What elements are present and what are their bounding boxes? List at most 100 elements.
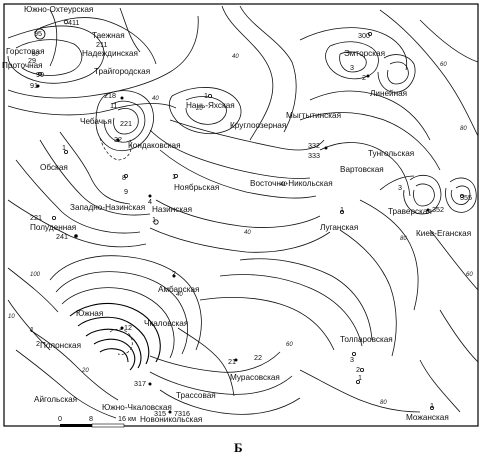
scale-bar-segment bbox=[60, 424, 92, 427]
well-marker bbox=[116, 138, 120, 142]
field-label-kiev-eganskaya: Киев-Еганская bbox=[416, 229, 471, 238]
contour-value-label: 80 bbox=[400, 236, 407, 242]
field-label-traverskaya: Траверская bbox=[388, 207, 432, 216]
well-number: 21 bbox=[228, 357, 236, 366]
field-label-tungolskaya: Тунгольская bbox=[368, 149, 414, 158]
wells: 411 95 211 29 90 91 218 11 221 32 1 8 9 … bbox=[28, 18, 472, 418]
well-number: 317 bbox=[134, 379, 146, 388]
well-number: 241 bbox=[56, 232, 68, 241]
scale-tick-label: 16 км bbox=[118, 414, 136, 423]
field-label-tolparovskaya: Толпаровская bbox=[340, 335, 393, 344]
field-label-obskaya: Обская bbox=[40, 163, 68, 172]
contour-value-label: 60 bbox=[286, 342, 293, 348]
well-number: 1 bbox=[152, 215, 156, 224]
contour-value-label: 10 bbox=[8, 314, 15, 320]
contour-value-label: 60 bbox=[466, 272, 473, 278]
field-label-taezhnaya: Таежная bbox=[92, 31, 125, 40]
well-number: 1 bbox=[172, 172, 176, 181]
well-number: 11 bbox=[110, 101, 117, 110]
field-label-protochnaya: Проточная bbox=[2, 61, 43, 70]
well-number: 95 bbox=[34, 29, 42, 38]
field-label-krugloozernaya: Круглоозерная bbox=[230, 121, 286, 130]
well-number: 221 bbox=[120, 119, 132, 128]
field-label-yuzhnaya: Южная bbox=[76, 309, 103, 318]
isolines bbox=[7, 5, 479, 419]
field-label-kondakovskaya: Кондаковская bbox=[128, 141, 181, 150]
well-marker bbox=[63, 19, 69, 25]
field-label-mygtytinskaya: Мыгтытинская bbox=[286, 111, 341, 120]
well-number: 29 bbox=[28, 56, 36, 65]
contour-value-label: 20 bbox=[81, 368, 89, 374]
field-label-noyabrskaya: Ноябрьская bbox=[174, 183, 219, 192]
well-marker bbox=[207, 94, 212, 99]
contour-value-label: 40 bbox=[176, 292, 183, 298]
well-marker bbox=[52, 215, 57, 220]
contour-value-label: 60 bbox=[32, 52, 39, 58]
well-marker bbox=[124, 173, 129, 178]
well-number: 2 bbox=[362, 73, 366, 82]
field-label-murasovskaya: Мурасовская bbox=[230, 373, 280, 382]
contour-value-label: 20 bbox=[195, 106, 203, 112]
well-marker bbox=[36, 84, 40, 88]
well-number: 355 bbox=[460, 193, 472, 202]
well-number: 90 bbox=[36, 70, 44, 79]
well-marker bbox=[34, 28, 46, 40]
well-marker bbox=[38, 72, 43, 77]
field-label-polonskaya: Полонская bbox=[40, 341, 81, 350]
field-label-zapadno-nazinskaya: Западно-Назинская bbox=[70, 203, 145, 212]
well-marker bbox=[120, 326, 124, 330]
field-labels: Южно-Охтеурская Таежная Надеждинская Гор… bbox=[2, 5, 471, 424]
well-marker bbox=[74, 234, 78, 238]
well-number: 221 bbox=[30, 213, 42, 222]
field-label-nan-yakhskaya: Нань-Яхская bbox=[186, 101, 235, 110]
well-marker bbox=[148, 382, 152, 386]
field-label-luganskaya: Луганская bbox=[320, 223, 358, 232]
well-number: 8 bbox=[122, 173, 126, 182]
well-marker bbox=[351, 351, 356, 356]
well-marker bbox=[120, 96, 124, 100]
field-label-emtorskaya: Эмторская bbox=[344, 49, 385, 58]
well-number: 1 bbox=[340, 205, 344, 214]
field-label-nazinskaya: Назинская bbox=[152, 205, 192, 214]
well-number: 9 bbox=[124, 187, 128, 196]
scale-bar: 0 8 16 км bbox=[58, 414, 136, 428]
contour-value-label: 80 bbox=[460, 126, 467, 132]
well-number: 12 bbox=[124, 323, 132, 332]
field-label-nadezhdinskaya: Надеждинская bbox=[82, 49, 138, 58]
well-marker bbox=[173, 173, 178, 178]
well-marker bbox=[367, 32, 372, 37]
well-number: 1 bbox=[358, 373, 362, 382]
well-number: 352 bbox=[432, 205, 444, 214]
map-frame bbox=[3, 3, 479, 427]
well-number: 315 bbox=[154, 409, 166, 418]
well-marker bbox=[153, 219, 159, 225]
well-number: 218 bbox=[104, 91, 116, 100]
scale-tick-label: 0 bbox=[58, 414, 62, 423]
well-number: 211 bbox=[96, 40, 107, 49]
well-number: 1 bbox=[204, 91, 208, 100]
well-marker bbox=[355, 379, 360, 384]
field-label-poludennaya: Полуденная bbox=[30, 223, 76, 232]
contour-value-label: 100 bbox=[30, 272, 41, 278]
field-label-aigolskaya: Айгольская bbox=[34, 395, 77, 404]
well-number: 2 bbox=[172, 269, 176, 278]
field-label-ambarskaya: Амбарская bbox=[158, 285, 199, 294]
well-number: 333 bbox=[308, 151, 320, 160]
well-number: 91 bbox=[30, 81, 38, 90]
contour-value-label: 40 bbox=[152, 96, 159, 102]
well-number: 411 bbox=[68, 18, 79, 27]
field-label-gorstovaya: Горстовая bbox=[6, 47, 45, 56]
well-number: 3 bbox=[350, 355, 354, 364]
well-number: 1 bbox=[30, 325, 34, 334]
well-number: 22 bbox=[254, 353, 262, 362]
well-marker bbox=[234, 358, 238, 362]
well-number: 3 bbox=[350, 63, 354, 72]
well-marker bbox=[359, 367, 364, 372]
field-label-vostochno-nikolskaya: Восточно-Никольская bbox=[250, 179, 333, 188]
field-label-yuzhno-chkalovskaya: Южно-Чкаловская bbox=[102, 403, 172, 412]
field-label-traigorodskaya: Трайгородская bbox=[94, 67, 150, 76]
well-number: 4 bbox=[148, 197, 152, 206]
well-number: 3 bbox=[398, 183, 402, 192]
contour-value-label: 40 bbox=[280, 182, 287, 188]
